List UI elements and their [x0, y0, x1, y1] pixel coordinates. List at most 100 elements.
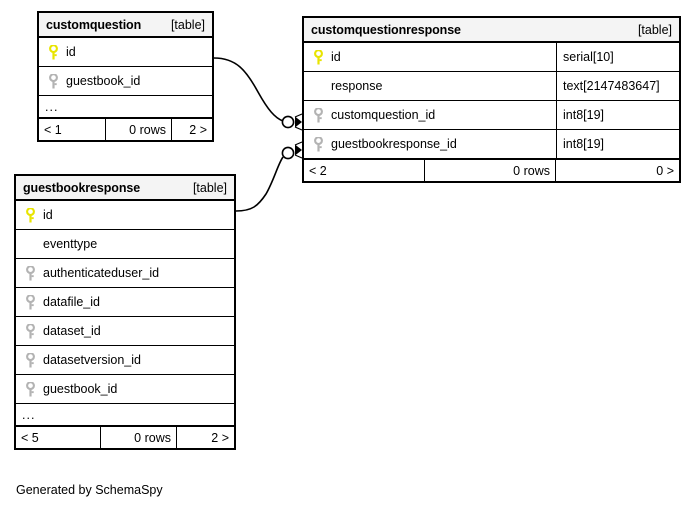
table-row[interactable]: customquestion_id int8[19] [304, 101, 679, 130]
key-icon-foreign [22, 323, 39, 339]
next-tables-label: 2 > [189, 122, 207, 137]
generated-by-caption: Generated by SchemaSpy [16, 483, 163, 497]
relationship-tick-2b [294, 154, 303, 159]
column-name-cell: datasetversion_id [16, 346, 234, 374]
column-type-cell: int8[19] [556, 130, 679, 158]
relationship-line-customquestion [213, 57, 284, 122]
relationship-endpoint-zero-1 [281, 115, 295, 129]
row-count-label: 0 rows [129, 122, 166, 137]
table-row[interactable]: dataset_id [16, 317, 234, 346]
entity-type-tag: [table] [192, 180, 227, 195]
relationship-crowsfoot-1 [295, 116, 302, 128]
column-name: guestbook_id [43, 382, 118, 396]
key-icon-foreign [22, 352, 39, 368]
column-name: eventtype [43, 237, 98, 251]
relationship-crowsfoot-2 [295, 144, 302, 156]
column-name: id [43, 208, 53, 222]
entity-footer-guestbookresponse: < 5 0 rows 2 > [16, 426, 234, 448]
relationship-tick-2 [294, 141, 303, 146]
column-name: id [66, 45, 76, 59]
key-icon-primary [310, 49, 327, 65]
entity-title: customquestion [46, 17, 142, 32]
key-icon-foreign [310, 136, 327, 152]
column-type-cell: serial[10] [556, 43, 679, 71]
prev-tables-label: < 1 [44, 122, 62, 137]
relationship-tick-1b [294, 126, 303, 131]
row-count-label: 0 rows [134, 430, 171, 445]
column-name: guestbook_id [66, 74, 141, 88]
next-tables-label: 0 > [656, 163, 674, 178]
next-tables-button[interactable]: 2 > [177, 427, 234, 448]
ellipsis-label: ... [22, 407, 36, 422]
column-name-cell: dataset_id [16, 317, 234, 345]
table-row[interactable]: guestbookresponse_id int8[19] [304, 130, 679, 159]
column-name: id [331, 50, 341, 64]
more-columns-indicator: ... [39, 96, 212, 118]
table-row[interactable]: datasetversion_id [16, 346, 234, 375]
entity-title: customquestionresponse [311, 22, 461, 37]
column-name-cell: authenticateduser_id [16, 259, 234, 287]
table-row[interactable]: id serial[10] [304, 43, 679, 72]
column-name: response [331, 79, 383, 93]
entity-type-tag: [table] [170, 17, 205, 32]
column-name: authenticateduser_id [43, 266, 160, 280]
entity-customquestion[interactable]: customquestion [table] id [37, 11, 214, 142]
entity-columns: id serial[10] response text[2147483647] [304, 43, 679, 181]
prev-tables-label: < 5 [21, 430, 39, 445]
entity-footer-customquestionresponse: < 2 0 rows 0 > [304, 159, 679, 181]
relationship-tick-1 [294, 113, 303, 118]
key-icon-foreign [310, 107, 327, 123]
table-row[interactable]: guestbook_id [16, 375, 234, 404]
table-row[interactable]: authenticateduser_id [16, 259, 234, 288]
table-row[interactable]: id [39, 38, 212, 67]
prev-tables-button[interactable]: < 2 [304, 160, 425, 181]
column-name-cell: id [39, 38, 212, 66]
column-name-cell: guestbook_id [39, 67, 212, 95]
column-name: datafile_id [43, 295, 100, 309]
row-count-label: 0 rows [513, 163, 550, 178]
table-row[interactable]: response text[2147483647] [304, 72, 679, 101]
next-tables-button[interactable]: 0 > [556, 160, 679, 181]
key-icon-foreign [45, 73, 62, 89]
more-columns-indicator: ... [16, 404, 234, 426]
column-type-cell: int8[19] [556, 101, 679, 129]
row-count: 0 rows [101, 427, 177, 448]
next-tables-button[interactable]: 2 > [172, 119, 212, 140]
entity-header-guestbookresponse: guestbookresponse [table] [16, 176, 234, 201]
row-count: 0 rows [425, 160, 556, 181]
prev-tables-button[interactable]: < 1 [39, 119, 106, 140]
key-icon-foreign [22, 265, 39, 281]
entity-customquestionresponse[interactable]: customquestionresponse [table] id se [302, 16, 681, 183]
relationship-endpoint-zero-2 [281, 146, 295, 160]
prev-tables-button[interactable]: < 5 [16, 427, 101, 448]
entity-title: guestbookresponse [23, 180, 141, 195]
column-name-cell: response [304, 72, 556, 100]
column-name-cell: guestbookresponse_id [304, 130, 556, 158]
row-count: 0 rows [106, 119, 172, 140]
entity-type-tag: [table] [637, 22, 672, 37]
ellipsis-label: ... [45, 99, 59, 114]
column-name: customquestion_id [331, 108, 436, 122]
column-name-cell: guestbook_id [16, 375, 234, 403]
entity-footer-customquestion: < 1 0 rows 2 > [39, 118, 212, 140]
column-name-cell: datafile_id [16, 288, 234, 316]
entity-columns: id guestbook_id ... [39, 38, 212, 140]
table-row[interactable]: guestbook_id [39, 67, 212, 96]
table-row[interactable]: id [16, 201, 234, 230]
column-name-cell: id [304, 43, 556, 71]
table-row[interactable]: eventtype [16, 230, 234, 259]
key-icon-primary [45, 44, 62, 60]
column-name: datasetversion_id [43, 353, 141, 367]
table-row[interactable]: datafile_id [16, 288, 234, 317]
key-icon-primary [22, 207, 39, 223]
column-name-cell: id [16, 201, 234, 229]
relationship-line-guestbookresponse [235, 156, 284, 212]
next-tables-label: 2 > [211, 430, 229, 445]
entity-header-customquestion: customquestion [table] [39, 13, 212, 38]
column-type-cell: text[2147483647] [556, 72, 679, 100]
column-type: serial[10] [563, 50, 614, 64]
column-name-cell: eventtype [16, 230, 234, 258]
entity-guestbookresponse[interactable]: guestbookresponse [table] id [14, 174, 236, 450]
key-icon-foreign [22, 294, 39, 310]
